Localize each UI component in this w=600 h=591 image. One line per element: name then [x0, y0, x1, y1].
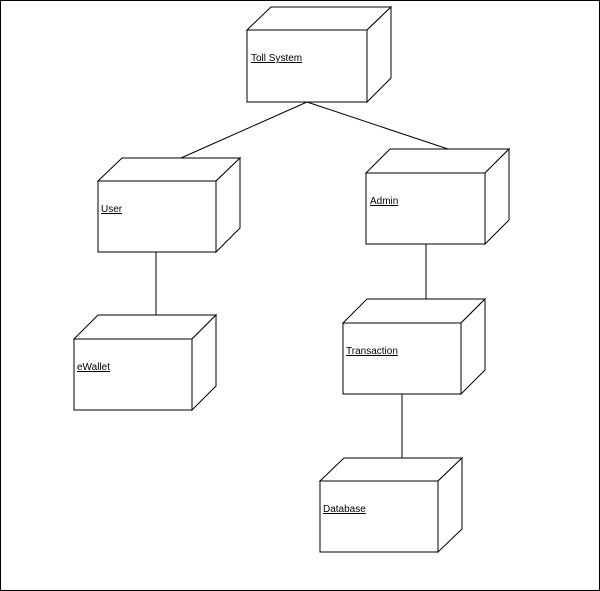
node-front-face: [319, 480, 439, 553]
node-top-face: [96, 157, 242, 182]
node-top-face: [245, 6, 393, 31]
node-label-database: Database: [323, 504, 366, 515]
node-database[interactable]: Database: [318, 456, 464, 554]
node-top-face: [341, 298, 487, 324]
connectors: [155, 101, 449, 458]
node-label-transaction: Transaction: [346, 346, 398, 357]
node-label-admin: Admin: [370, 196, 398, 207]
node-label-toll-system: Toll System: [251, 53, 302, 64]
node-top-face: [72, 314, 218, 340]
node-front-face: [73, 338, 193, 411]
node-transaction[interactable]: Transaction: [341, 297, 487, 396]
node-label-ewallet: eWallet: [77, 362, 110, 373]
node-front-face: [97, 180, 217, 253]
node-top-face: [364, 148, 511, 174]
node-toll-system[interactable]: Toll System: [245, 5, 393, 104]
edge-toll-system-admin: [306, 101, 449, 150]
node-ewallet[interactable]: eWallet: [72, 313, 218, 412]
node-admin[interactable]: Admin: [364, 147, 511, 246]
node-top-face: [318, 457, 464, 482]
node-front-face: [246, 29, 368, 103]
node-label-user: User: [101, 204, 123, 215]
edge-toll-system-user: [180, 101, 308, 159]
node-user[interactable]: User: [96, 156, 242, 254]
node-front-face: [342, 322, 462, 395]
node-front-face: [365, 172, 486, 245]
